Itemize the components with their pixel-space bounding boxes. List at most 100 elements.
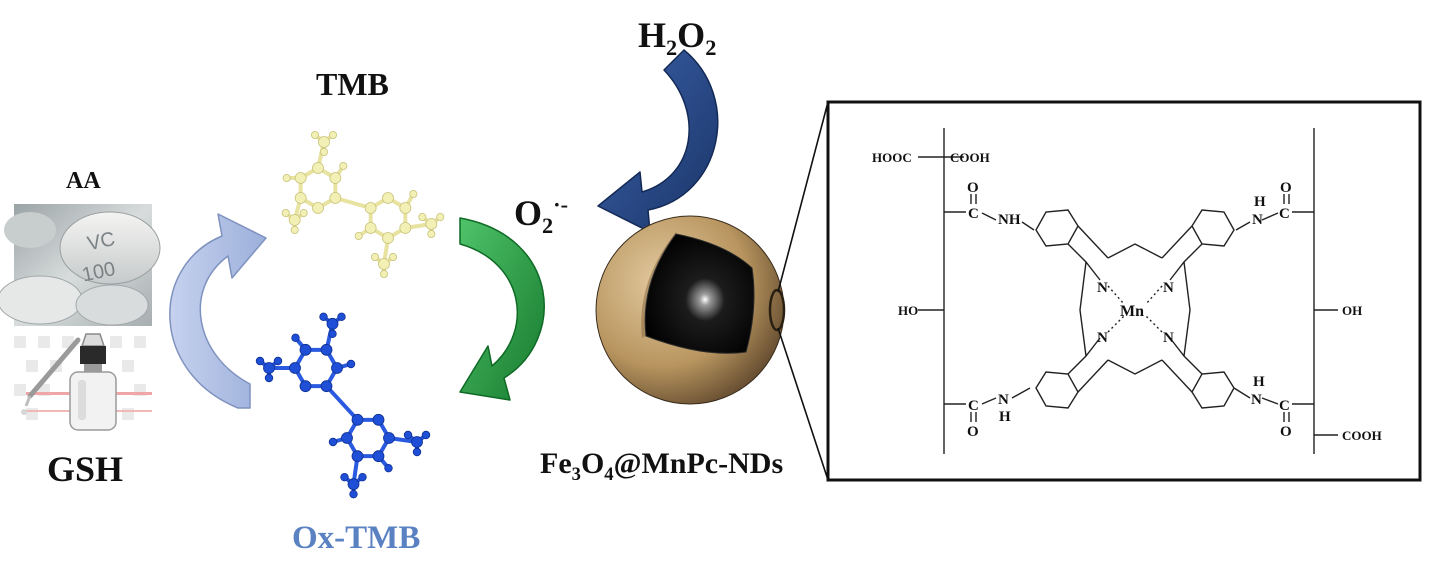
aa-label: AA <box>66 168 101 194</box>
svg-text:O: O <box>1280 424 1292 440</box>
svg-text:O: O <box>967 424 979 440</box>
atom <box>326 317 339 330</box>
atom <box>255 356 265 366</box>
atom <box>412 447 422 457</box>
atom <box>427 229 436 238</box>
atom <box>382 232 394 244</box>
atom <box>328 329 337 339</box>
oh-label: OH <box>1342 303 1362 318</box>
atom <box>358 472 367 482</box>
atom <box>337 312 346 322</box>
svg-text:H: H <box>1253 374 1265 390</box>
atom <box>388 252 397 261</box>
amide-bottom-left: C O N H <box>944 387 1031 440</box>
atom <box>329 192 342 204</box>
atom <box>273 356 283 366</box>
svg-text:NH: NH <box>998 212 1021 228</box>
atom <box>328 437 338 447</box>
svg-text:N: N <box>1163 280 1174 296</box>
atom <box>320 380 333 393</box>
atom <box>294 172 307 184</box>
atom <box>418 212 427 221</box>
atom <box>403 430 413 440</box>
atom <box>312 202 324 214</box>
cooh-label-top: COOH <box>950 150 990 165</box>
svg-text:N: N <box>1163 330 1174 346</box>
amide-bottom-right: C O N H <box>1233 374 1314 440</box>
atom <box>341 432 353 444</box>
atom <box>288 214 301 226</box>
atom <box>340 472 349 482</box>
atom <box>372 450 385 463</box>
atom <box>299 380 312 393</box>
atom <box>318 136 330 148</box>
svg-text:N: N <box>1097 330 1108 346</box>
atom <box>354 231 363 240</box>
dropper-bottle-icon <box>14 328 152 436</box>
atom <box>364 202 377 214</box>
atom <box>263 362 275 374</box>
mn-center-label: Mn <box>1120 303 1144 320</box>
atom <box>370 252 379 261</box>
nanozyme-label: Fe3O4@MnPc-NDs <box>540 447 784 485</box>
reduction-arrow <box>169 213 267 409</box>
radical-generation-arrow <box>597 49 719 233</box>
svg-text:N: N <box>1251 392 1262 408</box>
atom <box>310 130 319 139</box>
svg-text:N: N <box>998 392 1009 408</box>
ox-tmb-label: Ox-TMB <box>292 520 421 556</box>
atom <box>312 162 324 174</box>
phthalocyanine-core <box>1035 209 1235 409</box>
svg-text:C: C <box>1279 206 1290 222</box>
atom <box>289 362 301 374</box>
atom <box>320 343 333 356</box>
tmb-label: TMB <box>316 66 389 102</box>
amide-top-left: C O NH <box>944 180 1035 231</box>
svg-text:H: H <box>999 409 1011 425</box>
atom <box>421 430 431 440</box>
svg-text:C: C <box>968 206 979 222</box>
amide-top-right: C O N H <box>1235 180 1314 231</box>
atom <box>383 432 395 444</box>
atom <box>291 333 300 343</box>
svg-text:C: C <box>968 398 979 414</box>
svg-text:O: O <box>1280 180 1292 196</box>
atom <box>382 192 394 204</box>
atom <box>339 161 348 170</box>
atom <box>331 362 343 374</box>
atom <box>282 173 291 182</box>
ho-label: HO <box>898 303 918 318</box>
atom <box>349 489 358 499</box>
bond <box>334 196 372 210</box>
atom <box>351 413 364 426</box>
atom <box>372 413 385 426</box>
structure-panel: HOOC COOH HO OH COOH C O NH C O N H C <box>826 100 1422 482</box>
tmb-molecule <box>281 130 445 278</box>
svg-text:N: N <box>1252 212 1263 228</box>
atom <box>299 343 312 356</box>
bond <box>325 384 359 422</box>
atom <box>329 172 342 184</box>
atom <box>379 269 388 278</box>
superoxide-label: O2·- <box>514 192 569 239</box>
atom <box>346 359 356 369</box>
gsh-label: GSH <box>47 449 124 489</box>
svg-text:O: O <box>967 180 979 196</box>
atom <box>411 436 423 448</box>
atom <box>409 189 418 198</box>
atom <box>299 208 308 217</box>
atom <box>399 222 412 234</box>
core-shell-nanoparticle <box>595 101 829 481</box>
atom <box>290 225 299 234</box>
atom <box>319 147 328 156</box>
atom <box>319 312 328 322</box>
atom <box>384 463 393 473</box>
atom <box>436 212 445 221</box>
atom <box>378 258 390 270</box>
svg-text:H: H <box>1254 194 1266 210</box>
vitamin-c-tablets-image: VC 100 <box>0 204 161 326</box>
cooh-label-bottom: COOH <box>1342 428 1382 443</box>
atom <box>281 208 290 217</box>
